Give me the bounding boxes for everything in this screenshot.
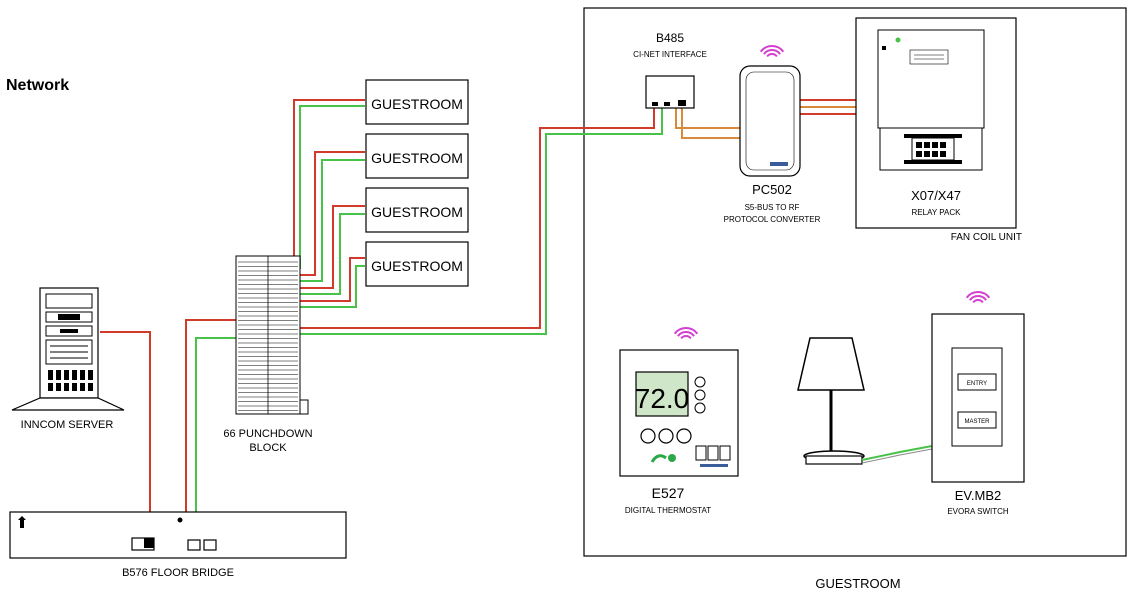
relay-pack-model: X07/X47 — [911, 188, 961, 203]
floor-bridge-label: B576 FLOOR BRIDGE — [122, 567, 234, 579]
guestroom-box-3[interactable]: GUESTROOM — [365, 187, 469, 233]
converter-wireless-icon — [759, 45, 785, 58]
interface-model: B485 — [656, 31, 684, 45]
guestroom-area-label: GUESTROOM — [815, 576, 900, 591]
thermostat-device[interactable]: 72.0 — [619, 349, 739, 477]
relay-terminal-block — [904, 134, 962, 164]
thermostat-up-button[interactable] — [694, 376, 706, 388]
interface-wires — [300, 108, 663, 335]
switch-wireless-icon — [965, 291, 991, 304]
thermostat-description: DIGITAL THERMOSTAT — [625, 506, 711, 515]
master-button-label: MASTER — [964, 419, 990, 425]
converter-model: PC502 — [752, 182, 792, 197]
lamp-wire — [861, 448, 933, 464]
server-icon[interactable] — [11, 287, 125, 411]
thermostat-button[interactable] — [676, 428, 692, 444]
thermostat-wireless-icon — [673, 327, 699, 340]
server-label: INNCOM SERVER — [21, 419, 114, 431]
interface-description: CI-NET INTERFACE — [633, 50, 707, 59]
thermostat-reading: 72.0 — [635, 383, 690, 414]
switch-model: EV.MB2 — [955, 488, 1002, 503]
guestroom-label: GUESTROOM — [371, 150, 463, 166]
entry-button-label: ENTRY — [967, 381, 987, 387]
lamp-icon — [797, 337, 865, 465]
guestroom-box-2[interactable]: GUESTROOM — [365, 133, 469, 179]
entry-button[interactable] — [957, 373, 997, 391]
interface-device[interactable] — [645, 75, 695, 109]
converter-wires — [675, 108, 740, 139]
switch-description: EVORA SWITCH — [947, 507, 1009, 516]
thermostat-mode-button[interactable] — [694, 389, 706, 401]
converter-description-line2: PROTOCOL CONVERTER — [724, 215, 821, 224]
relay-pack-description: RELAY PACK — [912, 208, 962, 217]
thermostat-button[interactable] — [640, 428, 656, 444]
guestroom-label: GUESTROOM — [371, 204, 463, 220]
guestroom-label: GUESTROOM — [371, 258, 463, 274]
master-button[interactable] — [957, 411, 997, 429]
guestroom-box-1[interactable]: GUESTROOM — [365, 79, 469, 125]
converter-description-line1: S5-BUS TO RF — [745, 203, 800, 212]
server-wire — [100, 331, 151, 540]
punchdown-label-line1: 66 PUNCHDOWN — [223, 428, 312, 440]
guestroom-box-4[interactable]: GUESTROOM — [365, 241, 469, 287]
bridge-port-icon — [203, 539, 217, 551]
converter-device[interactable] — [739, 65, 801, 177]
fan-coil-unit[interactable] — [855, 17, 1017, 229]
guestroom-boundary — [583, 7, 1127, 557]
thermostat-button[interactable] — [658, 428, 674, 444]
bridge-mounting-icon — [18, 516, 26, 528]
guestroom-label: GUESTROOM — [371, 96, 463, 112]
punchdown-block[interactable] — [235, 255, 309, 415]
fan-coil-label: FAN COIL UNIT — [951, 232, 1022, 243]
thermostat-display — [635, 371, 689, 417]
bridge-port-icon — [187, 539, 201, 551]
thermostat-model: E527 — [652, 485, 685, 501]
lamp-wire — [861, 445, 933, 461]
punchdown-label-line2: BLOCK — [249, 442, 287, 454]
diagram-title: Network — [6, 77, 69, 94]
floor-bridge[interactable] — [9, 511, 347, 559]
thermostat-down-button[interactable] — [694, 402, 706, 414]
thermostat-leaf-icon — [650, 454, 667, 463]
evora-switch[interactable]: ENTRY MASTER — [931, 313, 1025, 483]
